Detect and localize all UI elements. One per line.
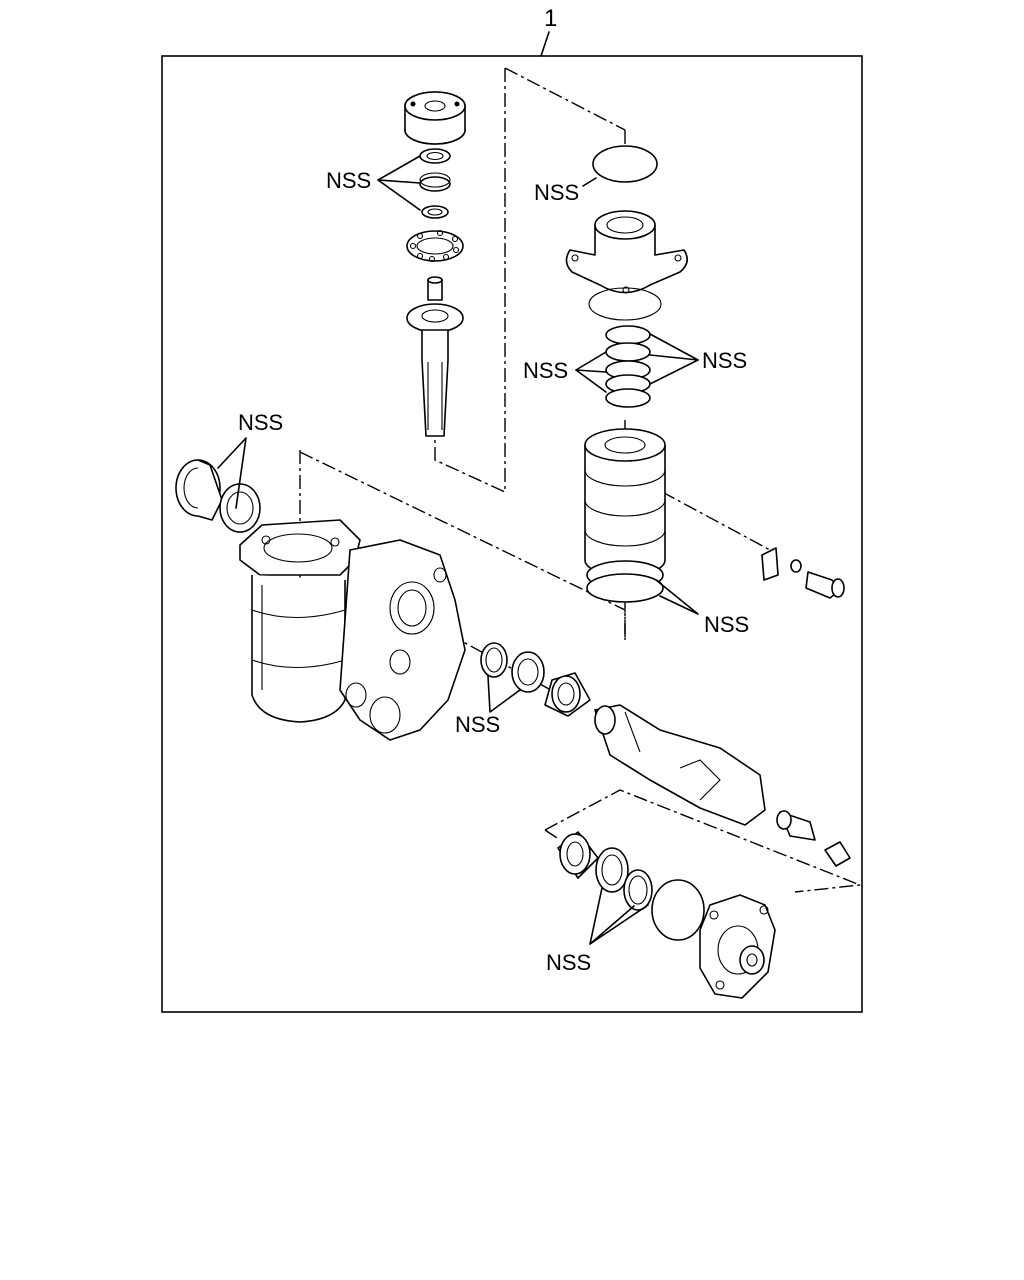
nss-label-top-bearing: NSS: [326, 155, 421, 211]
clip-and-bolt: [761, 547, 845, 599]
side-cover-oring: [651, 879, 705, 941]
nss-label-text: NSS: [455, 712, 500, 737]
nss-label-text: NSS: [534, 180, 579, 205]
nss-label-piston-rings: NSS: [655, 579, 749, 637]
needle-bearing: [544, 672, 591, 717]
sector-shaft: [594, 704, 851, 867]
cover-seals: [557, 831, 653, 911]
nss-label-text: NSS: [704, 612, 749, 637]
nss-label-seals-middle-left: NSS: [523, 351, 607, 393]
piston-sleeve: [584, 428, 666, 603]
valve-housing: [565, 210, 688, 321]
assembly-guide-lines: [299, 67, 861, 931]
input-shaft: [406, 276, 464, 437]
nss-label-text: NSS: [326, 168, 371, 193]
bearing-washers: [419, 148, 451, 219]
nss-label-sector-seals: NSS: [455, 675, 521, 737]
nss-label-text: NSS: [238, 410, 283, 435]
callout-number: 1: [544, 5, 557, 32]
oring-large: [592, 145, 658, 183]
nss-label-text: NSS: [523, 358, 568, 383]
gear-housing: [239, 519, 466, 741]
adjust-plug: [175, 459, 261, 533]
valve-seal-stack: [605, 325, 651, 408]
nss-label-text: NSS: [546, 950, 591, 975]
nss-label-housing-seals: NSS: [217, 410, 283, 509]
diagram-frame: [161, 55, 863, 1013]
nss-label-seals-middle-right: NSS: [649, 333, 747, 385]
side-cover: [699, 894, 776, 999]
nss-label-cover-seals: NSS: [546, 887, 649, 975]
sector-shaft-seals: [480, 642, 545, 693]
nss-label-text: NSS: [702, 348, 747, 373]
top-cap-part: [404, 91, 466, 145]
ball-bearing-race: [406, 229, 464, 263]
nss-label-oring-top: NSS: [534, 177, 597, 205]
